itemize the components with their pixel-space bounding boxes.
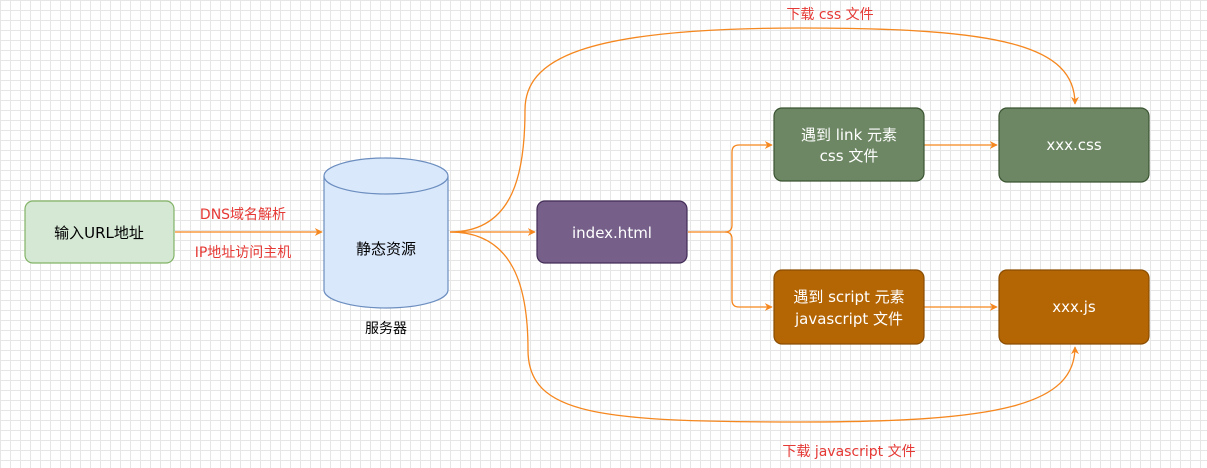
node-server[interactable]: 静态资源 bbox=[323, 157, 449, 309]
edge-server-download-js bbox=[449, 231, 1079, 423]
server-caption: 服务器 bbox=[365, 321, 407, 337]
node-link-element[interactable]: 遇到 link 元素 css 文件 bbox=[773, 107, 925, 182]
node-script-element[interactable]: 遇到 script 元素 javascript 文件 bbox=[773, 269, 925, 345]
node-script-line2: javascript 文件 bbox=[794, 310, 903, 328]
label-download-css: 下载 css 文件 bbox=[786, 7, 873, 23]
node-link-line2: css 文件 bbox=[820, 147, 879, 165]
edge-index-to-link bbox=[688, 141, 773, 233]
node-index-html-label: index.html bbox=[572, 224, 652, 242]
node-xxx-css[interactable]: xxx.css bbox=[998, 107, 1150, 183]
edge-server-download-css bbox=[449, 27, 1079, 233]
label-download-js: 下载 javascript 文件 bbox=[782, 444, 915, 460]
node-index-html[interactable]: index.html bbox=[536, 200, 688, 264]
edge-index-to-script bbox=[724, 231, 773, 311]
node-xxx-css-label: xxx.css bbox=[1046, 136, 1101, 154]
server-cylinder-icon bbox=[323, 176, 449, 309]
node-input-url-label: 输入URL地址 bbox=[54, 224, 144, 242]
node-xxx-js-label: xxx.js bbox=[1052, 298, 1096, 316]
node-xxx-js[interactable]: xxx.js bbox=[998, 269, 1150, 345]
node-input-url[interactable]: 输入URL地址 bbox=[24, 200, 175, 264]
label-ip: IP地址访问主机 bbox=[195, 245, 292, 261]
label-dns: DNS域名解析 bbox=[200, 207, 286, 223]
node-server-label: 静态资源 bbox=[356, 240, 416, 258]
node-link-line1: 遇到 link 元素 bbox=[801, 126, 897, 144]
node-script-line1: 遇到 script 元素 bbox=[793, 288, 904, 306]
